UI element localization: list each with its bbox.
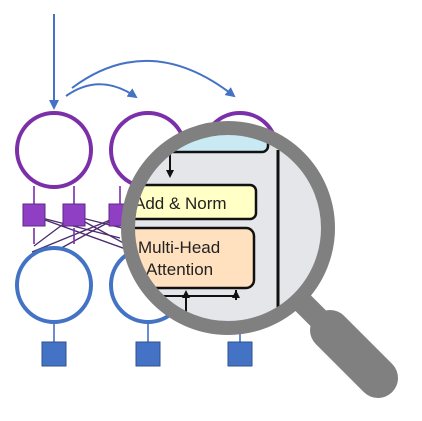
magnifier-handle bbox=[310, 310, 398, 398]
attention-label-line2: Attention bbox=[146, 260, 213, 279]
curved-arrow-short bbox=[65, 83, 138, 99]
input-square-1 bbox=[41, 341, 67, 367]
bottom-node-1 bbox=[15, 246, 93, 324]
lens-rim bbox=[121, 121, 335, 335]
purple-square-1 bbox=[22, 203, 46, 227]
vertical-connectors bbox=[33, 186, 121, 244]
curved-arrow-long bbox=[71, 60, 236, 98]
purple-square-2 bbox=[62, 203, 86, 227]
add-norm-label: Add & Norm bbox=[134, 194, 227, 213]
magnifying-glass-icon: Add & Norm Multi-Head Attention bbox=[121, 121, 398, 398]
top-node-1 bbox=[15, 111, 93, 189]
attention-block bbox=[130, 226, 256, 290]
input-square-2 bbox=[135, 341, 161, 367]
add-norm-block bbox=[130, 183, 258, 221]
input-square-3 bbox=[227, 341, 253, 367]
attention-label-line1: Multi-Head bbox=[138, 238, 220, 257]
